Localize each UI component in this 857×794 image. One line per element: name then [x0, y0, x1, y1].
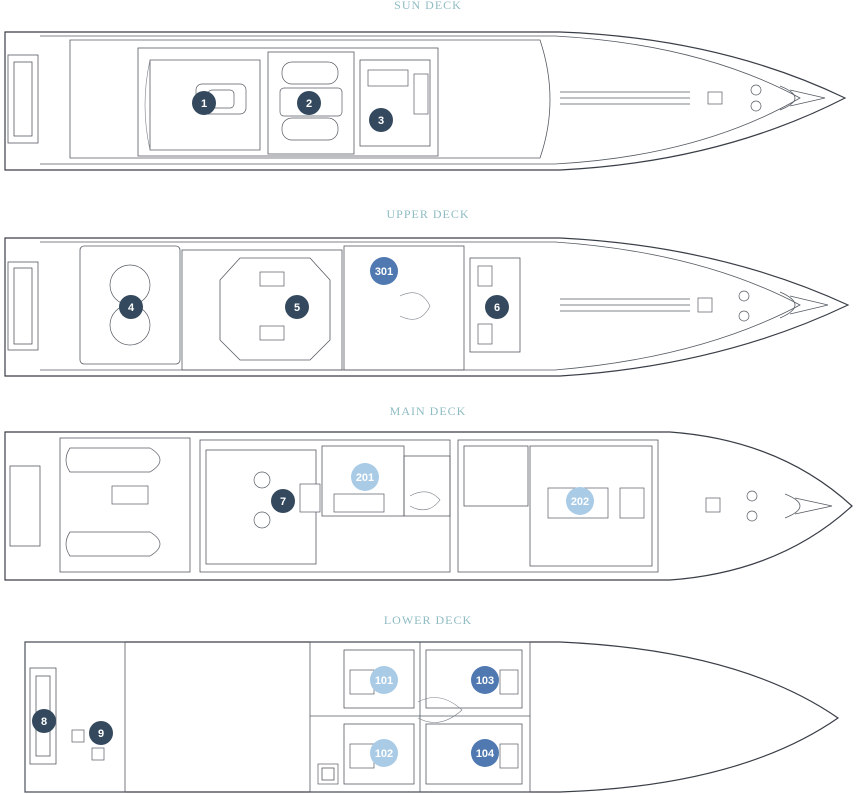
room-marker-label: 202: [571, 496, 589, 508]
room-marker-104[interactable]: 104: [471, 739, 499, 767]
room-marker-circle: [370, 666, 398, 694]
room-marker-102[interactable]: 102: [370, 739, 398, 767]
room-marker-103[interactable]: 103: [471, 666, 499, 694]
room-marker-label: 7: [280, 496, 286, 508]
room-marker-202[interactable]: 202: [566, 487, 594, 515]
deck-title-main: MAIN DECK: [390, 404, 467, 418]
room-marker-circle: [32, 709, 56, 733]
room-marker-101[interactable]: 101: [370, 666, 398, 694]
room-marker-301[interactable]: 301: [370, 257, 398, 285]
room-marker-label: 104: [476, 748, 495, 760]
room-marker-1[interactable]: 1: [192, 91, 216, 115]
room-marker-label: 1: [201, 98, 207, 110]
lower-deck: LOWER DECK: [24, 613, 840, 793]
room-marker-circle: [119, 295, 143, 319]
room-marker-circle: [566, 487, 594, 515]
room-marker-label: 9: [98, 728, 104, 740]
upper-deck-hull: [4, 237, 850, 377]
room-marker-label: 6: [494, 302, 500, 314]
upper-deck: UPPER DECK: [4, 207, 850, 377]
room-marker-circle: [370, 739, 398, 767]
deck-title-upper: UPPER DECK: [386, 207, 469, 221]
room-marker-circle: [285, 295, 309, 319]
room-marker-label: 103: [476, 675, 494, 687]
room-marker-circle: [471, 666, 499, 694]
room-marker-circle: [297, 91, 321, 115]
room-marker-circle: [471, 739, 499, 767]
sun-deck: SUN DECK: [4, 0, 847, 171]
room-marker-circle: [271, 489, 295, 513]
room-marker-circle: [89, 721, 113, 745]
room-marker-label: 5: [294, 302, 300, 314]
room-marker-4[interactable]: 4: [119, 295, 143, 319]
room-marker-201[interactable]: 201: [351, 463, 379, 491]
deck-title-sun: SUN DECK: [394, 0, 462, 12]
room-marker-circle: [485, 295, 509, 319]
room-marker-label: 2: [306, 98, 312, 110]
room-marker-circle: [370, 257, 398, 285]
room-marker-3[interactable]: 3: [369, 108, 393, 132]
room-marker-label: 101: [375, 675, 393, 687]
room-marker-9[interactable]: 9: [89, 721, 113, 745]
deck-title-lower: LOWER DECK: [384, 613, 472, 627]
room-marker-label: 102: [375, 748, 393, 760]
room-marker-label: 8: [41, 716, 47, 728]
room-marker-label: 4: [128, 302, 135, 314]
main-deck-hull: [4, 431, 853, 581]
room-marker-label: 3: [378, 115, 384, 127]
room-marker-7[interactable]: 7: [271, 489, 295, 513]
room-marker-5[interactable]: 5: [285, 295, 309, 319]
lower-deck-hull: [24, 641, 840, 793]
room-markers: 1 2 3 301 4 5 6 201 7 202 101 103 8 9 102 104: [32, 91, 594, 767]
main-deck: MAIN DECK: [4, 404, 853, 581]
room-marker-8[interactable]: 8: [32, 709, 56, 733]
room-marker-circle: [192, 91, 216, 115]
room-marker-circle: [351, 463, 379, 491]
room-marker-label: 201: [356, 472, 374, 484]
room-marker-label: 301: [375, 266, 393, 278]
room-marker-6[interactable]: 6: [485, 295, 509, 319]
room-marker-circle: [369, 108, 393, 132]
room-marker-2[interactable]: 2: [297, 91, 321, 115]
